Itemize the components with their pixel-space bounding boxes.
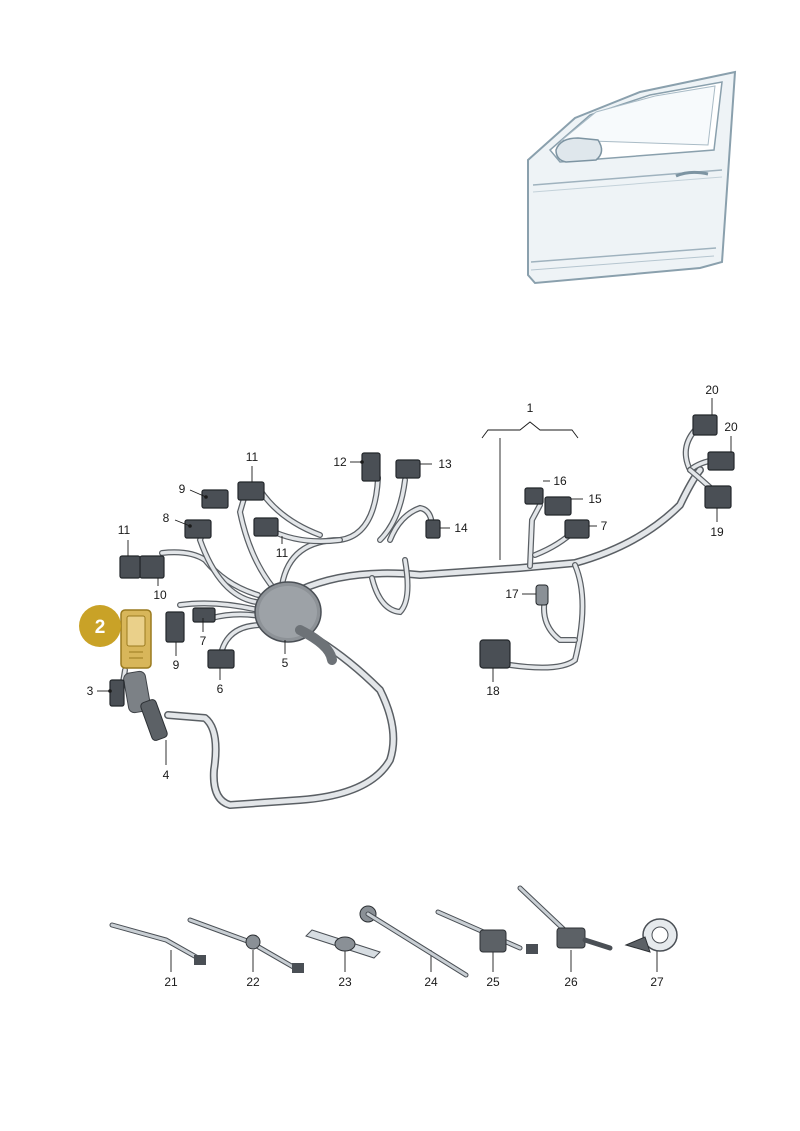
callout-14: 14 bbox=[454, 521, 468, 535]
leader-lines bbox=[97, 398, 732, 972]
door-illustration bbox=[527, 70, 737, 285]
callout-9-lower: 9 bbox=[173, 658, 180, 672]
callout-11-top: 11 bbox=[246, 450, 259, 464]
callout-3: 3 bbox=[87, 684, 94, 698]
part-2-badge bbox=[79, 605, 121, 647]
callout-18: 18 bbox=[486, 684, 500, 698]
callout-21: 21 bbox=[164, 975, 178, 989]
callout-1-bracket bbox=[481, 421, 579, 560]
callout-15: 15 bbox=[588, 492, 602, 506]
callout-25: 25 bbox=[486, 975, 500, 989]
fastener-parts-row bbox=[109, 885, 678, 978]
callout-16: 16 bbox=[553, 474, 567, 488]
callout-4: 4 bbox=[163, 768, 170, 782]
callout-11-left: 11 bbox=[118, 523, 131, 537]
callout-22: 22 bbox=[246, 975, 260, 989]
connectors bbox=[109, 414, 735, 707]
highlighted-part-2 bbox=[120, 609, 152, 669]
callout-11-mid: 11 bbox=[276, 546, 289, 560]
callout-7-left: 7 bbox=[200, 634, 207, 648]
callout-10: 10 bbox=[153, 588, 167, 602]
callout-1: 1 bbox=[527, 401, 534, 415]
callout-19: 19 bbox=[710, 525, 724, 539]
part-2-badge-label: 2 bbox=[95, 617, 106, 638]
callout-13: 13 bbox=[438, 457, 452, 471]
callout-9-upper: 9 bbox=[179, 482, 186, 496]
callout-23: 23 bbox=[338, 975, 352, 989]
callout-26: 26 bbox=[564, 975, 578, 989]
callout-24: 24 bbox=[424, 975, 438, 989]
central-grommet bbox=[254, 581, 337, 665]
callout-7-right: 7 bbox=[601, 519, 608, 533]
callout-20-top: 20 bbox=[705, 383, 719, 397]
callout-6: 6 bbox=[217, 682, 224, 696]
callout-20-right: 20 bbox=[724, 420, 738, 434]
grommet-lower-left bbox=[123, 670, 168, 741]
callout-12: 12 bbox=[333, 455, 347, 469]
callout-27: 27 bbox=[650, 975, 664, 989]
callout-5: 5 bbox=[282, 656, 289, 670]
callout-17: 17 bbox=[505, 587, 519, 601]
callout-labels: 1 3 4 5 6 7 7 8 9 9 10 11 11 11 12 13 14… bbox=[87, 383, 738, 989]
callout-8: 8 bbox=[163, 511, 170, 525]
